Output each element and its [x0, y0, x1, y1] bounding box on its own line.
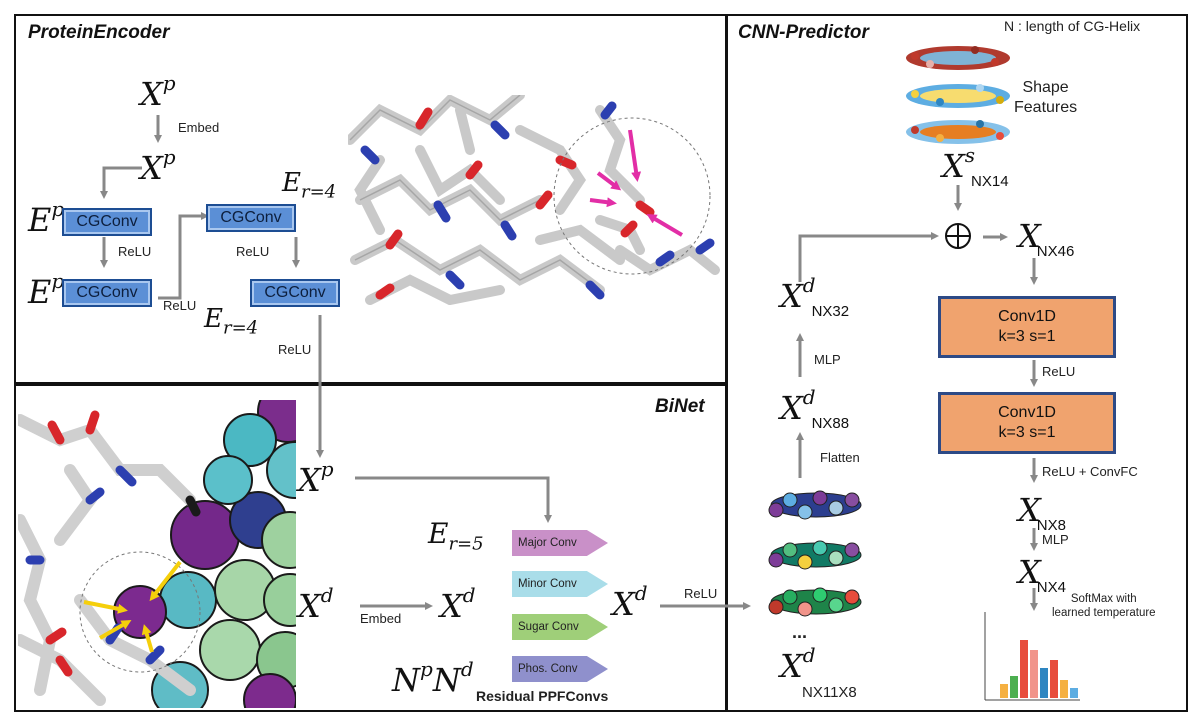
- x-d-nx11x8: Xd: [780, 643, 816, 685]
- protein-encoder-title: ProteinEncoder: [28, 22, 170, 43]
- relu-label-2: ReLU: [163, 298, 197, 313]
- shape-features-label: Shape Features: [1014, 79, 1078, 116]
- conv1d-params-2: k=3 s=1: [998, 424, 1056, 441]
- conv1d-block-2: Conv1D k=3 s=1: [938, 392, 1116, 454]
- cnn-predictor-title: CNN-Predictor: [738, 22, 869, 43]
- protein-structure-image: [348, 95, 722, 305]
- minor-conv: Minor Conv: [512, 571, 608, 597]
- relu-label-4: ReLU: [278, 342, 312, 357]
- conv1d-title-1: Conv1D: [998, 308, 1056, 325]
- x-nx46: XNX46: [1018, 217, 1075, 260]
- x-p-input: Xp: [140, 71, 176, 113]
- binet-e-r5: Er=5: [428, 517, 484, 555]
- x-p-embedded: Xp: [140, 145, 176, 187]
- binet-x-d-input: Xd: [298, 583, 334, 625]
- binet-x-d-output: Xd: [612, 581, 648, 623]
- e-p-label-1: Ep: [28, 197, 65, 239]
- binet-x-p: Xp: [298, 457, 334, 499]
- binet-title: BiNet: [655, 396, 705, 417]
- x-d-nx11x8-sub: NX11X8: [802, 684, 857, 701]
- cnn-predictor-panel: [725, 14, 1188, 712]
- cgconv-block-3: CGConv: [206, 204, 296, 232]
- concat-icon: [945, 223, 971, 249]
- relu-label-cnn: ReLU: [1042, 364, 1076, 379]
- e-p-label-2: Ep: [28, 269, 65, 311]
- conv1d-title-2: Conv1D: [998, 404, 1056, 421]
- e-r4-top-label: Er=4: [282, 168, 337, 203]
- sugar-conv: Sugar Conv: [512, 614, 608, 640]
- x-s-nx14: XsNX14: [942, 143, 1009, 190]
- cgconv-block-2: CGConv: [62, 279, 152, 307]
- relu-convfc-label: ReLU + ConvFC: [1042, 464, 1138, 479]
- binet-panel: [14, 382, 728, 712]
- x-nx4: XNX4: [1018, 553, 1066, 596]
- cgconv-block-4: CGConv: [250, 279, 340, 307]
- x-d-nx32: XdNX32: [780, 273, 850, 320]
- sequence-logo-image: [984, 612, 1080, 701]
- cgconv-block-1: CGConv: [62, 208, 152, 236]
- softmax-label: SoftMax with learned temperature: [1052, 593, 1156, 619]
- flatten-label: Flatten: [820, 450, 860, 465]
- conv1d-params-1: k=3 s=1: [998, 328, 1056, 345]
- residual-ppfconvs-label: Residual PPFConvs: [476, 688, 609, 704]
- phos-conv: Phos. Conv: [512, 656, 608, 682]
- x-d-nx88: XdNX88: [780, 385, 850, 432]
- binet-x-d-embedded: Xd: [440, 583, 476, 625]
- e-r4-bottom-label: Er=4: [204, 304, 259, 339]
- major-conv: Major Conv: [512, 530, 608, 556]
- binding-site-image: [18, 400, 296, 708]
- conv1d-block-1: Conv1D k=3 s=1: [938, 296, 1116, 358]
- mlp-label-2: MLP: [1042, 532, 1069, 547]
- binet-np-nd: NpNd: [392, 657, 474, 699]
- relu-label-1: ReLU: [118, 244, 152, 259]
- binet-relu-label: ReLU: [684, 586, 718, 601]
- binet-embed-label: Embed: [360, 611, 402, 626]
- protein-encoder-panel: [14, 14, 728, 386]
- dna-layers-image: [768, 490, 862, 617]
- shape-features-image: [906, 46, 1010, 144]
- x-nx8: XNX8: [1018, 491, 1066, 534]
- layers-ellipsis: ...: [792, 622, 808, 642]
- relu-label-3: ReLU: [236, 244, 270, 259]
- embed-label: Embed: [178, 120, 220, 135]
- note-length: N : length of CG-Helix: [1004, 18, 1141, 34]
- mlp-label-1: MLP: [814, 352, 841, 367]
